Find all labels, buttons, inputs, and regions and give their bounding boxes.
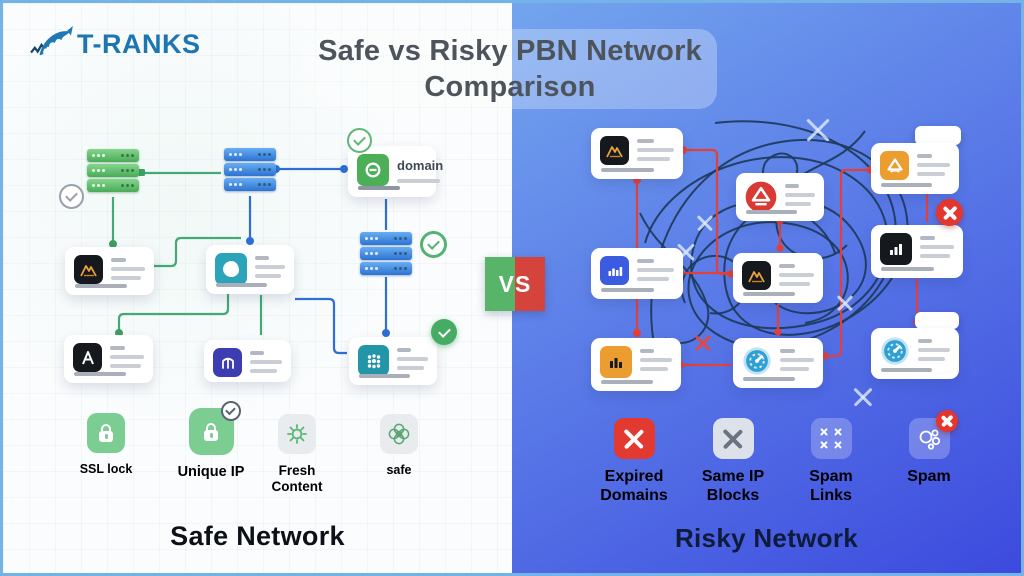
website-card (206, 245, 294, 294)
card-tab (915, 126, 961, 145)
x-red-icon (613, 418, 655, 459)
check-circle-icon (220, 401, 241, 421)
website-card (204, 340, 291, 382)
broken-link-x-icon (693, 333, 713, 353)
legend-label: Spam Links (809, 468, 853, 504)
multi-x-icon (810, 418, 852, 459)
knot-icon (380, 414, 418, 454)
legend-item-unique-ip: Unique IP (173, 401, 249, 481)
logo-text: T-RANKS (77, 28, 201, 59)
legend-label: Same IP Blocks (701, 468, 765, 504)
check-circle-icon (431, 319, 457, 345)
risky-website-card (736, 173, 824, 221)
site-logo-icon (215, 253, 247, 285)
site-logo-icon (358, 345, 389, 376)
timer-icon (880, 336, 910, 366)
site-logo-icon (880, 151, 909, 180)
page-title-line1: Safe vs Risky PBN Network (318, 35, 702, 67)
site-logo-icon (73, 343, 102, 372)
analytics-bars-icon (880, 233, 912, 265)
broken-link-x-icon (695, 213, 715, 233)
error-x-badge-icon (936, 199, 963, 226)
t-ranks-logo: T-RANKS (29, 25, 201, 63)
vs-badge: VS (485, 257, 545, 311)
risky-website-card (871, 225, 963, 278)
vs-green-half (485, 257, 515, 311)
blue-server-stack-icon (224, 148, 276, 193)
safe-network-title: Safe Network (170, 521, 345, 551)
website-card (349, 337, 437, 385)
analytics-bars-icon (600, 346, 632, 378)
broken-link-x-icon (803, 115, 833, 145)
legend-item-ssl-lock: SSL lock (71, 413, 141, 477)
shark-icon (29, 25, 73, 63)
legend-label: SSL lock (79, 462, 133, 476)
site-logo-icon (742, 261, 771, 290)
lock-icon (87, 413, 125, 453)
broken-link-x-icon (835, 293, 855, 313)
site-logo-icon (213, 348, 242, 377)
site-logo-icon (600, 136, 629, 165)
domain-card-label: domain (397, 158, 444, 173)
legend-item-fresh-content: Fresh Content (261, 414, 333, 495)
check-circle-icon (59, 184, 84, 209)
card-tab (915, 312, 959, 329)
analytics-bars-icon (600, 256, 629, 285)
legend-label: Spam (907, 468, 951, 485)
website-card (65, 247, 154, 295)
risky-website-card (733, 253, 823, 303)
legend-item-safe: safe (365, 414, 433, 478)
legend-label: Expired Domains (600, 468, 668, 504)
blue-server-stack-icon (360, 232, 412, 277)
vs-label: VS (498, 270, 532, 297)
safe-connector-lines (109, 165, 390, 355)
lock-check-icon (188, 401, 241, 455)
website-card (64, 335, 153, 383)
legend-item-same-ip-blocks: Same IP Blocks (689, 418, 777, 506)
x-gray-icon (712, 418, 754, 459)
domain-globe-icon (357, 154, 389, 186)
warning-triangle-icon (745, 181, 777, 213)
timer-icon (742, 346, 772, 376)
risky-website-card (733, 338, 823, 388)
site-logo-icon (74, 255, 103, 284)
spam-bubbles-icon (908, 410, 958, 459)
risky-website-card (591, 338, 681, 391)
domain-card: domain (348, 146, 443, 197)
legend-item-expired-domains: Expired Domains (588, 418, 680, 506)
risky-website-card (591, 128, 683, 179)
check-circle-icon (347, 128, 372, 153)
legend-item-spam: Spam (889, 410, 969, 487)
risky-website-card (591, 248, 683, 299)
legend-label: safe (386, 463, 412, 477)
title-panel: Safe vs Risky PBN Network Comparison (303, 29, 717, 109)
legend-label: Unique IP (177, 464, 245, 480)
page-title-line2: Comparison (424, 71, 596, 103)
legend-label: Fresh Content (271, 463, 323, 494)
risky-network-title: Risky Network (674, 523, 859, 553)
sparkle-icon (278, 414, 316, 454)
green-server-stack-icon (87, 149, 139, 194)
broken-link-x-icon (851, 385, 875, 409)
error-x-badge-icon (935, 410, 958, 432)
legend-item-spam-links: Spam Links (791, 418, 871, 506)
vs-red-half (515, 257, 545, 311)
risky-website-card (871, 328, 959, 379)
risky-website-card (871, 143, 959, 194)
check-circle-icon (420, 231, 447, 258)
